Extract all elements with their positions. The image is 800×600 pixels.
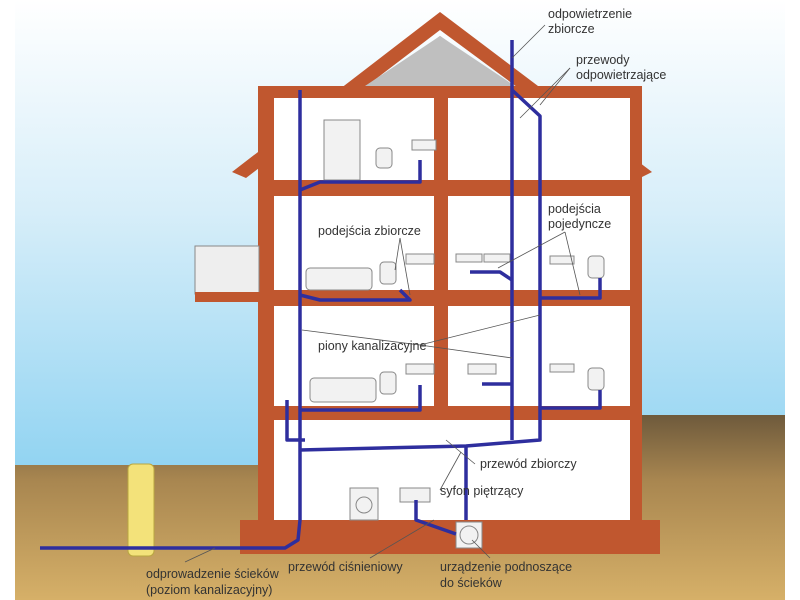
label-vent-main-2: zbiorcze [548, 22, 595, 36]
label-single-branches: podejścia [548, 202, 601, 216]
label-discharge: odprowadzenie ścieków [146, 567, 280, 581]
labels: odpowietrzenie zbiorcze przewody odpowie… [146, 7, 666, 597]
label-trap: syfon piętrzący [440, 484, 524, 498]
label-collector: przewód zbiorczy [480, 457, 577, 471]
label-discharge-2: (poziom kanalizacyjny) [146, 583, 272, 597]
label-single-branches-2: pojedyncze [548, 217, 611, 231]
pipes [40, 40, 602, 550]
label-collective-branches: podejścia zbiorcze [318, 224, 421, 238]
septic-tank [127, 463, 155, 557]
label-vent-pipes: przewody [576, 53, 630, 67]
label-pressure-pipe: przewód ciśnieniowy [288, 560, 403, 574]
fixtures [305, 119, 605, 549]
balcony [194, 245, 260, 295]
label-lifting-device-2: do ścieków [440, 576, 503, 590]
label-lifting-device: urządzenie podnoszące [440, 560, 572, 574]
label-vent-pipes-2: odpowietrzające [576, 68, 666, 82]
label-vent-main: odpowietrzenie [548, 7, 632, 21]
leader-lines [184, 24, 581, 563]
label-risers: piony kanalizacyjne [318, 339, 426, 353]
